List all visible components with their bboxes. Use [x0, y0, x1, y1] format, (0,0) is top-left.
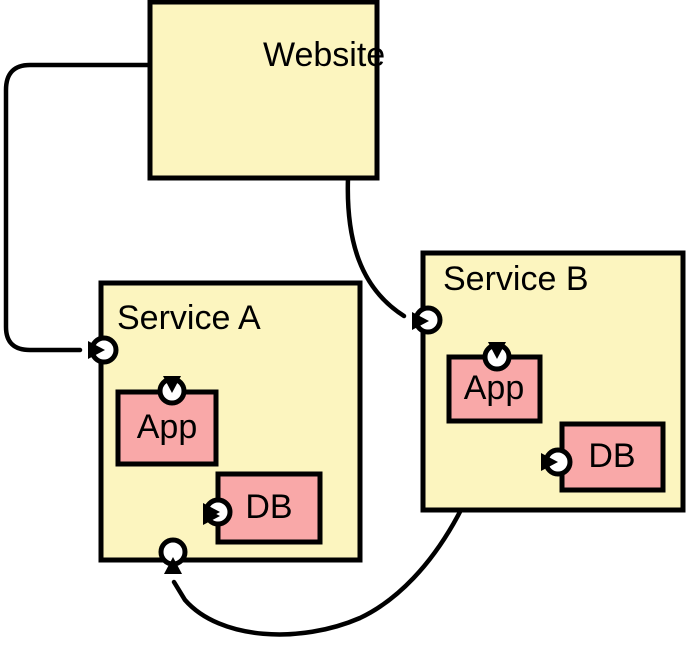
label-service-b-app: App: [464, 369, 525, 407]
arrowhead-edge-service-b-app-to-service-a: [164, 557, 182, 574]
arrowhead-edge-service-b-to-app: [488, 342, 506, 359]
arrowhead-edge-website-to-service-a: [88, 341, 105, 359]
arrows-layer: [88, 312, 558, 574]
node-service-a-db[interactable]: [215, 471, 323, 545]
label-website: Website: [263, 36, 385, 74]
edge-website-to-service-a: [3, 62, 153, 353]
label-service-b-db: DB: [588, 437, 635, 475]
label-service-a: Service A: [117, 299, 261, 337]
arrowhead-edge-service-b-app-to-db: [541, 453, 558, 471]
label-service-a-db: DB: [245, 488, 292, 526]
nodes-layer: [98, 0, 686, 563]
label-service-b: Service B: [443, 260, 589, 298]
edge-website-to-service-b: [345, 175, 407, 319]
label-service-a-app: App: [137, 408, 198, 446]
arrowhead-edge-service-a-bottom-to-db: [203, 507, 220, 525]
arrowhead-edge-service-a-to-app: [163, 376, 181, 393]
node-website[interactable]: [147, 0, 380, 181]
arrowhead-edge-website-to-service-b: [412, 312, 429, 330]
node-service-b-db[interactable]: [559, 421, 666, 493]
